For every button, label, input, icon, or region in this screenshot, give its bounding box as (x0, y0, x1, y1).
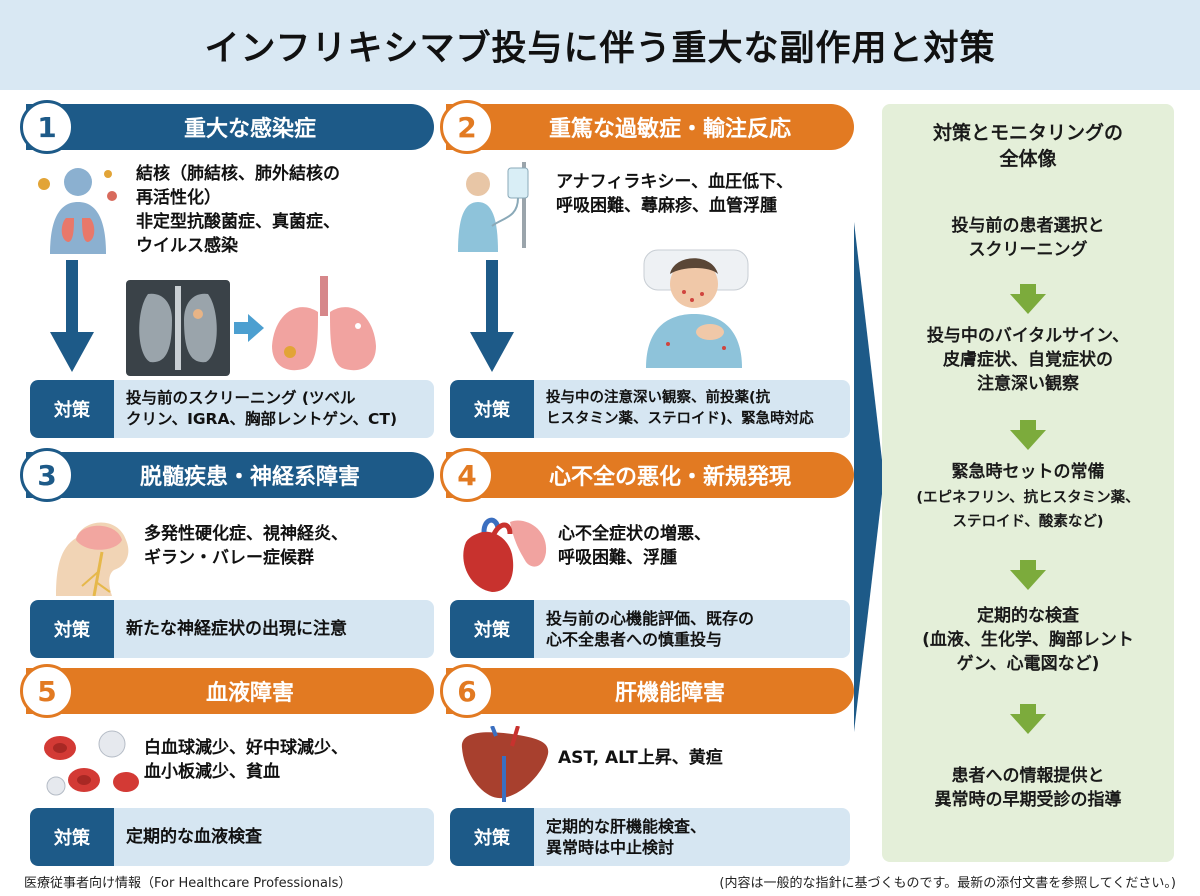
measure-tag: 対策 (30, 808, 114, 866)
overview-panel: 対策とモニタリングの 全体像 投与前の患者選択と スクリーニング 投与中のバイタ… (882, 104, 1174, 862)
down-arrow-icon (1010, 704, 1046, 734)
footer-disclaimer: (内容は一般的な指針に基づくものです。最新の添付文書を参照してください。) (719, 876, 1176, 891)
panel-header: 3 脱髄疾患・神経系障害 (20, 448, 434, 502)
panel-description: 心不全症状の増悪、 呼吸困難、浮腫 (558, 524, 711, 568)
panel-demyelinating: 3 脱髄疾患・神経系障害 多発性硬化症、視神経炎、 ギラン・バレー症候群 対策 … (20, 448, 434, 658)
chest-xray-icon (126, 280, 230, 376)
panel-liver-dysfunction: 6 肝機能障害 AST, ALT上昇、黄疸 対策 定期的な肝機能検査、 異常時は… (440, 664, 854, 868)
overview-step: 患者への情報提供と 異常時の早期受診の指導 (934, 766, 1122, 810)
chevron-right-icon (854, 222, 884, 732)
panel-infection: 1 重大な感染症 結核（肺結核、肺外結核の 再活性化） 非定型抗酸菌症、真菌症、… (20, 100, 434, 440)
down-arrow-icon (1010, 284, 1046, 314)
panel-header: 5 血液障害 (20, 664, 434, 718)
overview-step: 定期的な検査 (血液、生化学、胸部レント ゲン、心電図など) (922, 606, 1134, 674)
footer-audience: 医療従事者向け情報（For Healthcare Professionals） (24, 876, 352, 891)
panel-header: 1 重大な感染症 (20, 100, 434, 154)
title-bar: インフリキシマブ投与に伴う重大な副作用と対策 (0, 0, 1200, 90)
overview-step: 緊急時セットの常備 (951, 462, 1105, 482)
measure-tag: 対策 (30, 600, 114, 658)
measure-text: 定期的な肝機能検査、 異常時は中止検討 (546, 817, 707, 857)
panel-number: 1 (20, 100, 74, 154)
measure-text: 定期的な血液検査 (126, 826, 262, 847)
measure-tag: 対策 (450, 808, 534, 866)
panel-header: 4 心不全の悪化・新規発現 (440, 448, 854, 502)
brain-nerve-icon (46, 512, 136, 596)
page-title: インフリキシマブ投与に伴う重大な副作用と対策 (204, 28, 996, 69)
panel-number: 2 (440, 100, 494, 154)
panel-number: 6 (440, 664, 494, 718)
panel-number: 3 (20, 448, 74, 502)
panel-description: アナフィラキシー、血圧低下、 呼吸困難、蕁麻疹、血管浮腫 (556, 172, 794, 216)
measure-text: 投与前のスクリーニング (ツベル クリン、IGRA、胸部レントゲン、CT) (126, 389, 398, 428)
panel-description: 多発性硬化症、視神経炎、 ギラン・バレー症候群 (144, 524, 348, 568)
panel-title: 心不全の悪化・新規発現 (548, 465, 791, 490)
overview-step: 投与中のバイタルサイン、 皮膚症状、自覚症状の 注意深い観察 (926, 326, 1130, 394)
right-arrow-icon (234, 314, 264, 342)
panel-title: 重大な感染症 (183, 117, 316, 142)
panel-number: 4 (440, 448, 494, 502)
panel-header: 6 肝機能障害 (440, 664, 854, 718)
liver-icon (456, 726, 552, 802)
panel-blood-disorder: 5 血液障害 白血球減少、好中球減少、 血小板減少、貧血 対策 定期的な血液検査 (20, 664, 434, 868)
panel-title: 重篤な過敏症・輸注反応 (548, 117, 791, 142)
measure-box: 対策 投与前の心機能評価、既存の 心不全患者への慎重投与 (450, 600, 850, 658)
down-arrow-icon (1010, 560, 1046, 590)
overview-title: 対策とモニタリングの 全体像 (932, 122, 1123, 170)
overview-step-note: (エピネフリン、抗ヒスタミン薬、 ステロイド、酸素など) (916, 490, 1140, 530)
measure-text: 投与中の注意深い観察、前投薬(抗 ヒスタミン薬、ステロイド)、緊急時対応 (546, 390, 814, 427)
panel-title: 血液障害 (205, 681, 294, 706)
measure-text: 投与前の心機能評価、既存の 心不全患者への慎重投与 (546, 609, 755, 649)
measure-tag: 対策 (30, 380, 114, 438)
panel-description: 結核（肺結核、肺外結核の 再活性化） 非定型抗酸菌症、真菌症、 ウイルス感染 (136, 164, 340, 256)
heart-lungs-icon (454, 512, 550, 596)
blood-cells-icon (40, 726, 140, 802)
overview-step: 投与前の患者選択と スクリーニング (951, 216, 1105, 260)
measure-box: 対策 定期的な肝機能検査、 異常時は中止検討 (450, 808, 850, 866)
panel-title: 肝機能障害 (614, 681, 725, 706)
measure-tag: 対策 (450, 380, 534, 438)
measure-tag: 対策 (450, 600, 534, 658)
iv-drip-patient-icon (452, 162, 548, 252)
panel-hypersensitivity: 2 重篤な過敏症・輸注反応 アナフィラキシー、血圧低下、 呼吸困難、蕁麻疹、血管… (440, 100, 854, 440)
measure-box: 対策 新たな神経症状の出現に注意 (30, 600, 434, 658)
allergic-reaction-patient-icon (638, 244, 754, 368)
panel-title: 脱髄疾患・神経系障害 (139, 465, 360, 490)
measure-box: 対策 投与中の注意深い観察、前投薬(抗 ヒスタミン薬、ステロイド)、緊急時対応 (450, 380, 850, 438)
measure-box: 対策 投与前のスクリーニング (ツベル クリン、IGRA、胸部レントゲン、CT) (30, 380, 434, 438)
measure-text: 新たな神経症状の出現に注意 (126, 618, 347, 639)
panel-header: 2 重篤な過敏症・輸注反応 (440, 100, 854, 154)
panel-description: AST, ALT上昇、黄疸 (558, 748, 723, 768)
down-arrow-icon (1010, 420, 1046, 450)
measure-box: 対策 定期的な血液検査 (30, 808, 434, 866)
panel-number: 5 (20, 664, 74, 718)
panel-heart-failure: 4 心不全の悪化・新規発現 心不全症状の増悪、 呼吸困難、浮腫 対策 投与前の心… (440, 448, 854, 658)
lungs-icon (266, 276, 382, 376)
down-arrow-icon (50, 260, 94, 372)
down-arrow-icon (470, 260, 514, 372)
panel-description: 白血球減少、好中球減少、 血小板減少、貧血 (144, 738, 348, 782)
patient-lungs-icon (32, 162, 124, 254)
